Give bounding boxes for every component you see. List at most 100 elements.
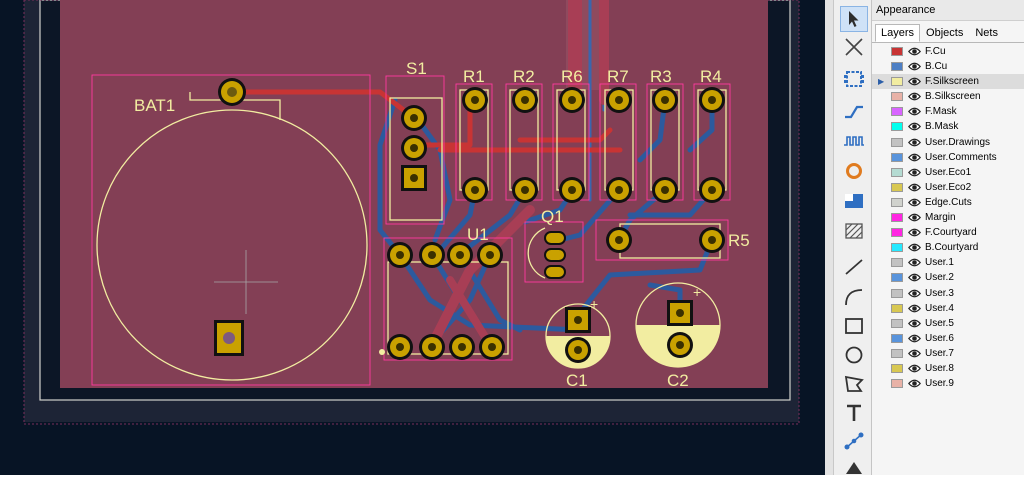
more-icon[interactable] [840,454,868,480]
layer-row[interactable]: User.8 [872,361,1024,376]
layer-color-swatch[interactable] [891,379,903,389]
layer-row[interactable]: User.Eco1 [872,165,1024,180]
layer-color-swatch[interactable] [891,228,903,238]
visibility-eye-icon[interactable] [908,182,921,193]
layer-color-swatch[interactable] [891,318,903,328]
visibility-eye-icon[interactable] [908,46,921,57]
unselect-cross-icon[interactable] [840,34,868,60]
tab-objects[interactable]: Objects [926,27,964,39]
layer-row[interactable]: User.Drawings [872,135,1024,150]
layer-color-swatch[interactable] [891,273,903,283]
right-toolbar [833,0,872,475]
visibility-eye-icon[interactable] [908,318,921,329]
footprint-icon[interactable] [840,66,868,92]
via-icon[interactable] [840,158,868,184]
visibility-eye-icon[interactable] [908,272,921,283]
layer-row[interactable]: Edge.Cuts [872,195,1024,210]
layer-row[interactable]: B.Courtyard [872,240,1024,255]
layer-row[interactable]: ▶F.Silkscreen [872,74,1024,90]
layer-row[interactable]: User.3 [872,286,1024,301]
layer-row[interactable]: B.Mask [872,119,1024,134]
visibility-eye-icon[interactable] [908,288,921,299]
visibility-eye-icon[interactable] [908,378,921,389]
layer-color-swatch[interactable] [891,107,903,117]
layer-name: User.2 [925,272,954,284]
dimension-icon[interactable] [840,428,868,454]
layer-color-swatch[interactable] [891,213,903,223]
layer-name: User.Drawings [925,136,991,148]
visibility-eye-icon[interactable] [908,61,921,72]
visibility-eye-icon[interactable] [908,227,921,238]
drill-hole [471,186,479,194]
tab-nets[interactable]: Nets [975,27,998,39]
layer-color-swatch[interactable] [891,363,903,373]
layer-row[interactable]: User.5 [872,316,1024,331]
layer-color-swatch[interactable] [891,167,903,177]
drill-hole [708,236,716,244]
layer-row[interactable]: User.9 [872,376,1024,391]
layer-color-swatch[interactable] [891,303,903,313]
layer-color-swatch[interactable] [891,288,903,298]
tab-layers[interactable]: Layers [875,24,921,42]
layer-color-swatch[interactable] [891,333,903,343]
layer-color-swatch[interactable] [891,92,903,102]
circle-icon[interactable] [840,342,868,368]
layer-color-swatch[interactable] [891,152,903,162]
visibility-eye-icon[interactable] [908,212,921,223]
q1-outline [527,227,546,279]
visibility-eye-icon[interactable] [908,137,921,148]
visibility-eye-icon[interactable] [908,257,921,268]
layer-row[interactable]: User.6 [872,331,1024,346]
visibility-eye-icon[interactable] [908,91,921,102]
panel-splitter[interactable] [825,0,833,475]
layer-row[interactable]: User.1 [872,255,1024,270]
visibility-eye-icon[interactable] [908,303,921,314]
layer-color-swatch[interactable] [891,122,903,132]
layer-row[interactable]: User.Eco2 [872,180,1024,195]
visibility-eye-icon[interactable] [908,152,921,163]
line-icon[interactable] [840,254,868,280]
layer-color-swatch[interactable] [891,137,903,147]
text-icon[interactable] [840,400,868,426]
drill-hole [396,343,404,351]
visibility-eye-icon[interactable] [908,363,921,374]
polygon-icon[interactable] [840,371,868,397]
layer-row[interactable]: F.Courtyard [872,225,1024,240]
layer-row[interactable]: User.7 [872,346,1024,361]
arc-icon[interactable] [840,284,868,310]
rule-area-icon[interactable] [840,218,868,244]
layer-row[interactable]: F.Mask [872,104,1024,119]
layer-color-swatch[interactable] [891,62,903,72]
layer-row[interactable]: B.Cu [872,59,1024,74]
visibility-eye-icon[interactable] [908,197,921,208]
layer-color-swatch[interactable] [891,197,903,207]
select-icon[interactable] [840,6,868,32]
layer-color-swatch[interactable] [891,348,903,358]
layer-row[interactable]: F.Cu [872,44,1024,59]
pcb-board-drawing[interactable]: BAT1 S1 R1 R2 R6 R7 R3 R4 Q1 U1 R5 C1 C2… [0,0,828,475]
layer-row[interactable]: User.2 [872,270,1024,285]
visibility-eye-icon[interactable] [908,348,921,359]
visibility-eye-icon[interactable] [908,76,921,87]
visibility-eye-icon[interactable] [908,106,921,117]
q1-pad [544,265,566,279]
layer-color-swatch[interactable] [891,47,903,56]
layer-row[interactable]: Margin [872,210,1024,225]
zone-icon[interactable] [840,188,868,214]
layer-row[interactable]: B.Silkscreen [872,89,1024,104]
layer-color-swatch[interactable] [891,258,903,268]
layer-color-swatch[interactable] [891,182,903,192]
drill-hole [471,96,479,104]
pcb-canvas[interactable]: BAT1 S1 R1 R2 R6 R7 R3 R4 Q1 U1 R5 C1 C2… [0,0,828,475]
layer-row[interactable]: User.Comments [872,150,1024,165]
visibility-eye-icon[interactable] [908,242,921,253]
visibility-eye-icon[interactable] [908,333,921,344]
layer-color-swatch[interactable] [891,243,903,253]
tune-length-icon[interactable] [840,128,868,154]
visibility-eye-icon[interactable] [908,121,921,132]
route-track-icon[interactable] [840,98,868,124]
layer-row[interactable]: User.4 [872,301,1024,316]
rectangle-icon[interactable] [840,313,868,339]
visibility-eye-icon[interactable] [908,167,921,178]
layer-color-swatch[interactable] [891,77,903,87]
